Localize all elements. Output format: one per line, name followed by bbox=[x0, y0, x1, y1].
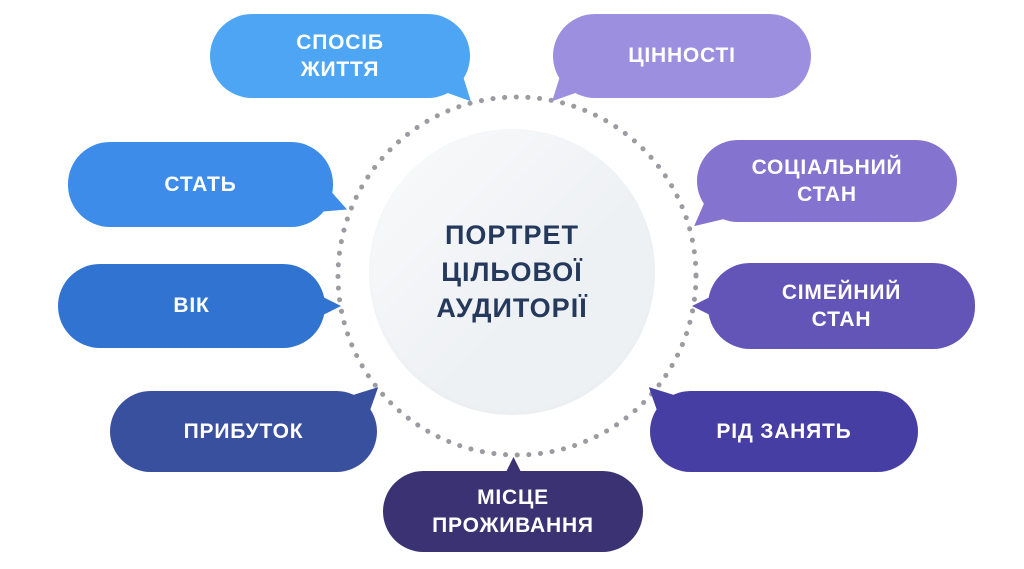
bubble-residence: МІСЦЕ ПРОЖИВАННЯ bbox=[383, 471, 643, 552]
bubble-label-marital-status: СІМЕЙНИЙ СТАН bbox=[781, 280, 902, 331]
bubble-lifestyle: СПОСІБ ЖИТТЯ bbox=[210, 14, 470, 98]
bubble-marital-status: СІМЕЙНИЙ СТАН bbox=[708, 263, 975, 349]
diagram-title: ПОРТРЕТ ЦІЛЬОВОЇ АУДИТОРІЇ bbox=[436, 220, 588, 324]
bubble-label-age: ВІК bbox=[173, 294, 210, 318]
dotted-ring-circle bbox=[335, 94, 699, 458]
bubble-label-social-status: СОЦІАЛЬНИЙ СТАН bbox=[751, 155, 903, 206]
bubble-social-status: СОЦІАЛЬНИЙ СТАН bbox=[697, 140, 957, 222]
bubble-income: ПРИБУТОК bbox=[110, 391, 377, 472]
bubble-values: ЦІННОСТІ bbox=[553, 14, 811, 98]
center-circle: ПОРТРЕТ ЦІЛЬОВОЇ АУДИТОРІЇ bbox=[369, 129, 655, 415]
bubble-label-occupation: РІД ЗАНЯТЬ bbox=[716, 419, 852, 443]
bubble-label-gender: СТАТЬ bbox=[164, 172, 237, 196]
bubble-label-values: ЦІННОСТІ bbox=[628, 44, 736, 68]
bubble-occupation: РІД ЗАНЯТЬ bbox=[650, 391, 918, 472]
bubble-gender: СТАТЬ bbox=[68, 142, 333, 227]
bubble-label-lifestyle: СПОСІБ ЖИТТЯ bbox=[296, 30, 384, 81]
bubble-age: ВІК bbox=[58, 264, 341, 348]
bubble-label-residence: МІСЦЕ ПРОЖИВАННЯ bbox=[432, 486, 594, 537]
bubble-label-income: ПРИБУТОК bbox=[183, 419, 304, 443]
